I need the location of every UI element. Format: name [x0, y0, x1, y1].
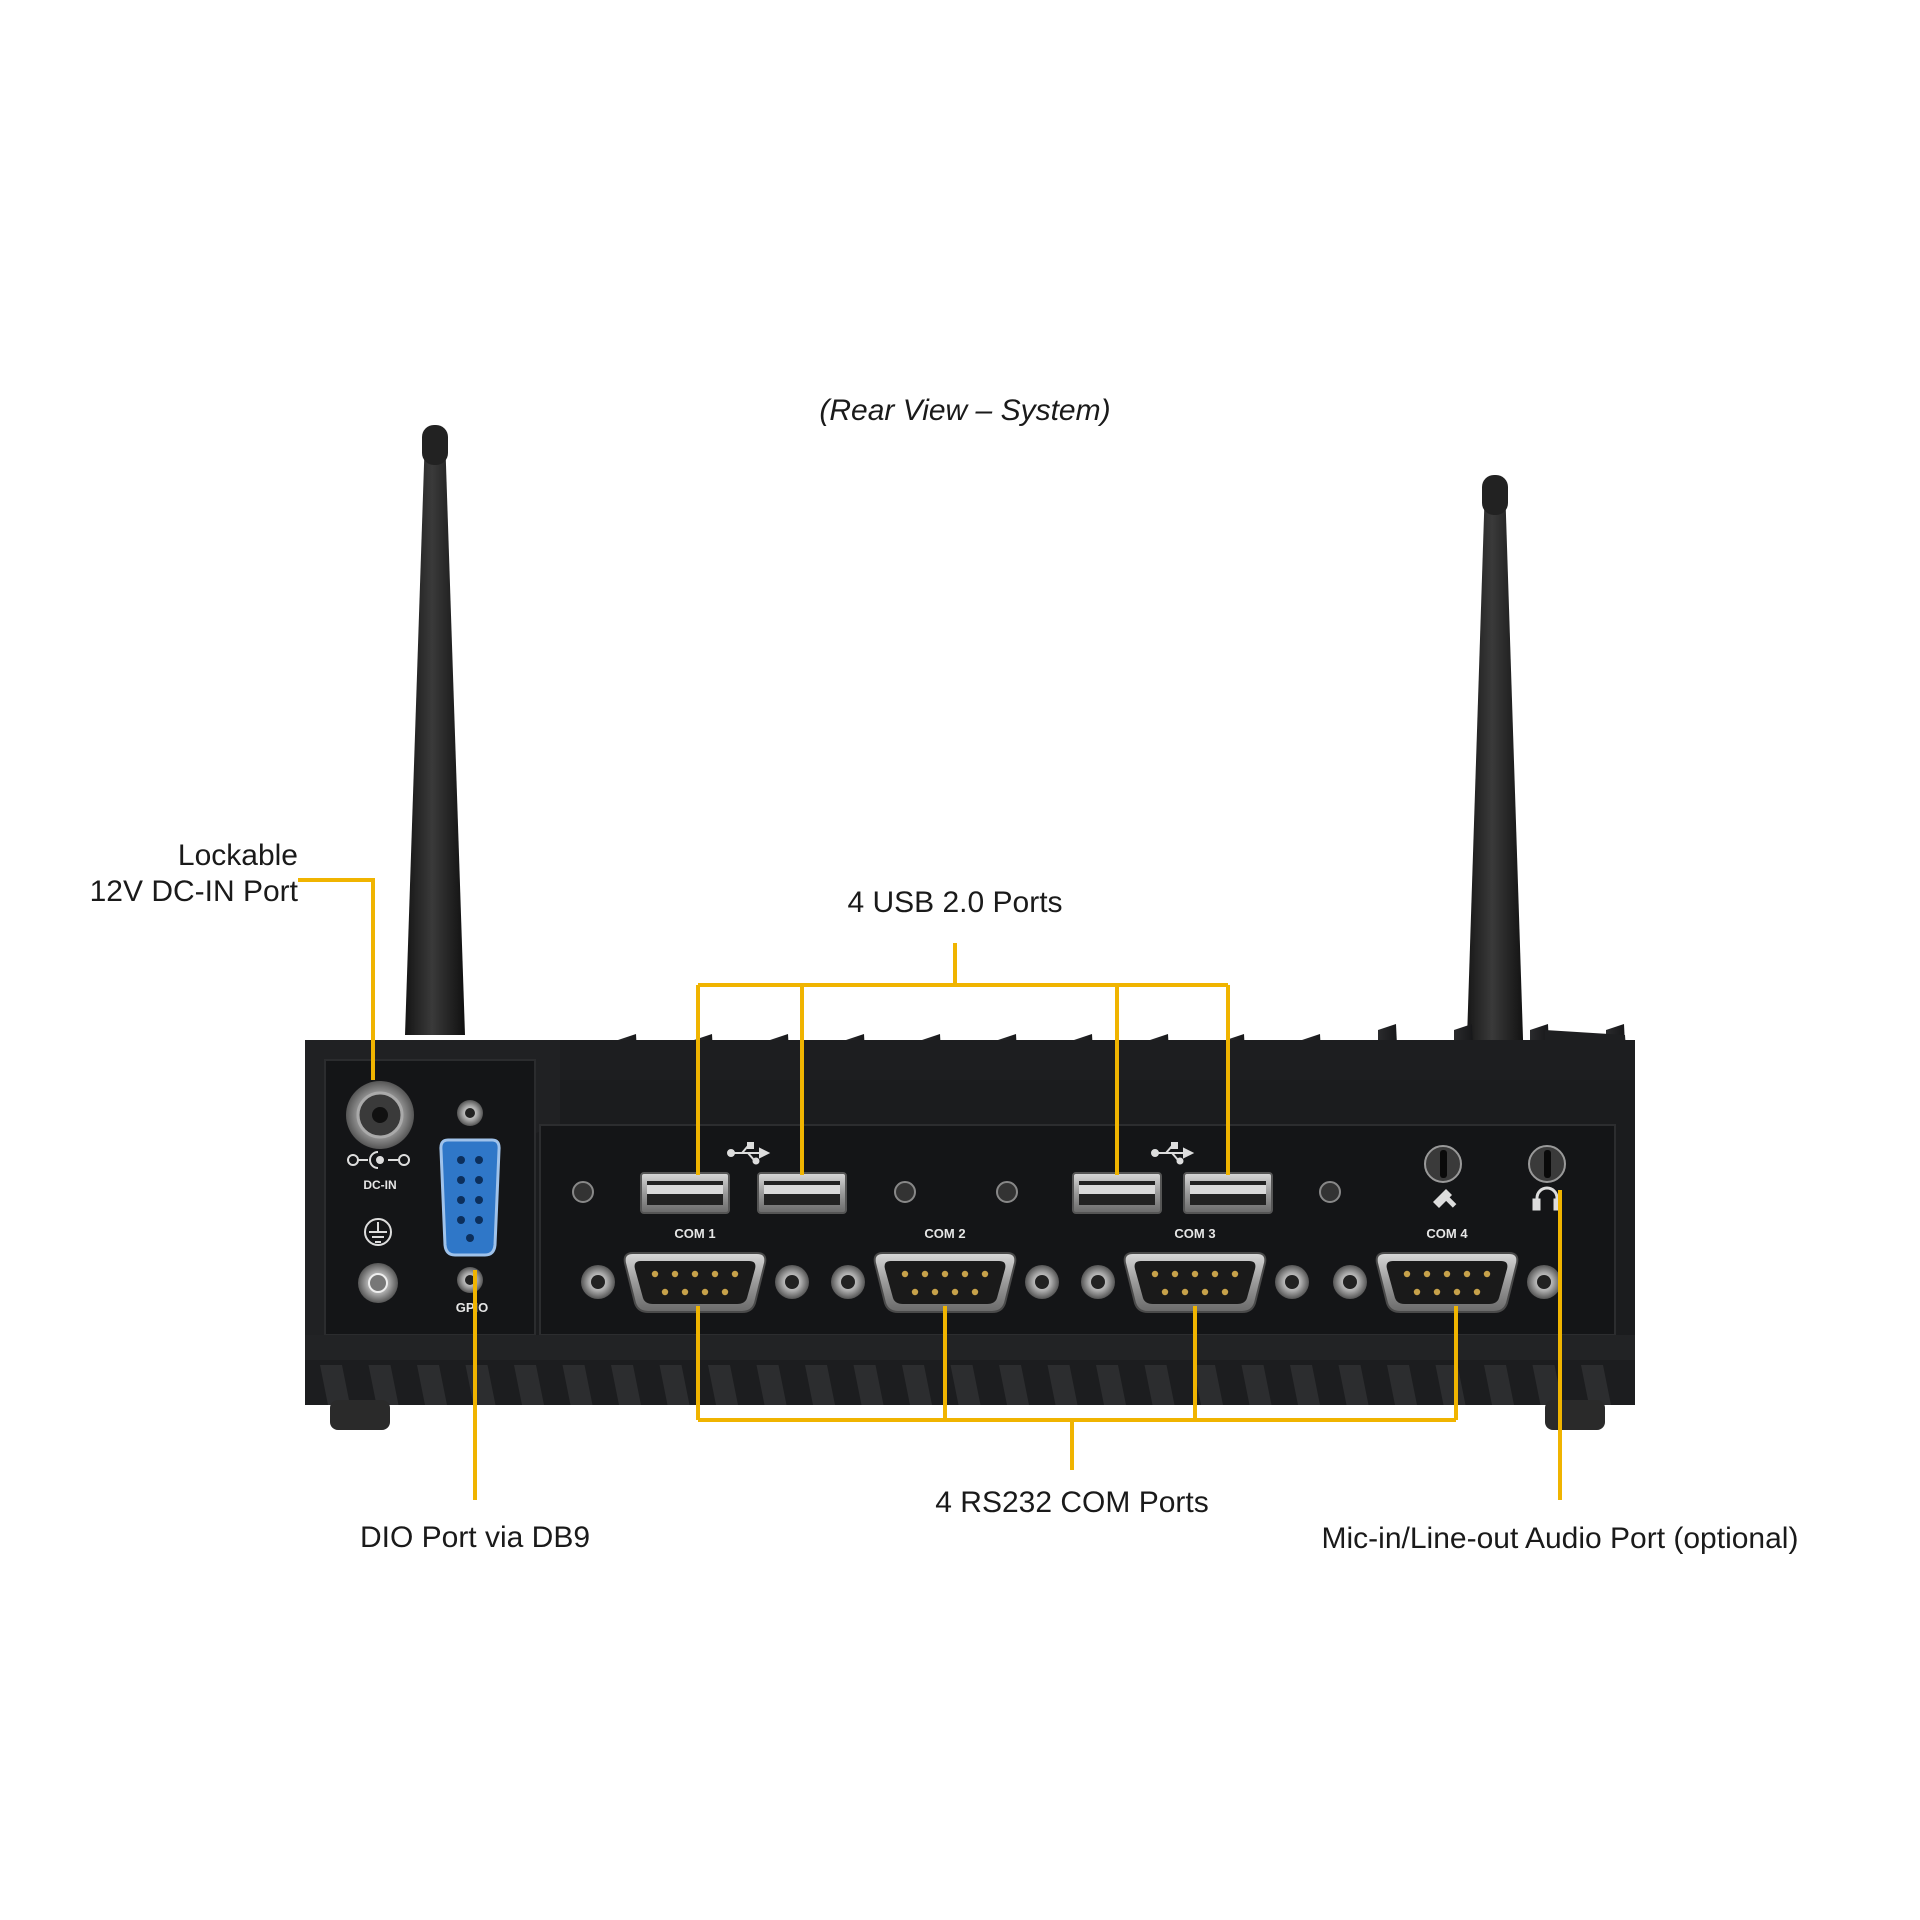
callout-dc-in-line1: Lockable — [178, 839, 298, 872]
usb-icon — [727, 1142, 771, 1165]
antenna-left — [405, 425, 465, 1035]
callout-dio-label: DIO Port via DB9 — [360, 1521, 590, 1554]
ground-screw — [358, 1263, 398, 1303]
usb-port — [640, 1172, 730, 1214]
com-port: COM 2 — [831, 1226, 1059, 1313]
usb-port — [757, 1172, 847, 1214]
mic-in-jack — [1424, 1145, 1462, 1208]
callout-com-label: 4 RS232 COM Ports — [935, 1486, 1208, 1519]
dc-in-port: DC-IN — [346, 1081, 414, 1192]
callout-dc-in-line2: 12V DC-IN Port — [90, 875, 299, 908]
callout-audio-label: Mic-in/Line-out Audio Port (optional) — [1322, 1522, 1799, 1555]
com-port: COM 4 — [1333, 1226, 1561, 1313]
usb-port — [1072, 1172, 1162, 1214]
usb-icon — [1151, 1142, 1195, 1165]
callout-line-dc-in — [298, 878, 375, 1080]
callout-lines — [298, 878, 1562, 1500]
line-out-jack — [1528, 1145, 1566, 1211]
com-port: COM 3 — [1081, 1226, 1309, 1313]
usb-port — [1183, 1172, 1273, 1214]
com-port-label: COM 2 — [924, 1226, 965, 1241]
callout-usb-label: 4 USB 2.0 Ports — [847, 886, 1062, 919]
com-port-label: COM 4 — [1426, 1226, 1468, 1241]
antenna-right — [1465, 475, 1525, 1100]
com-port-label: COM 1 — [674, 1226, 715, 1241]
ground-icon — [364, 1218, 392, 1246]
microphone-icon — [1433, 1189, 1457, 1208]
com-port: COM 1 — [581, 1226, 809, 1313]
dc-polarity-icon — [347, 1151, 410, 1169]
gpio-label: GPIO — [456, 1300, 489, 1315]
page-title: (Rear View – System) — [819, 394, 1110, 427]
com-port-label: COM 3 — [1174, 1226, 1215, 1241]
dc-in-label: DC-IN — [363, 1178, 396, 1192]
bottom-heatsink-fins — [305, 1360, 1635, 1405]
panel-screws — [572, 1181, 1341, 1203]
